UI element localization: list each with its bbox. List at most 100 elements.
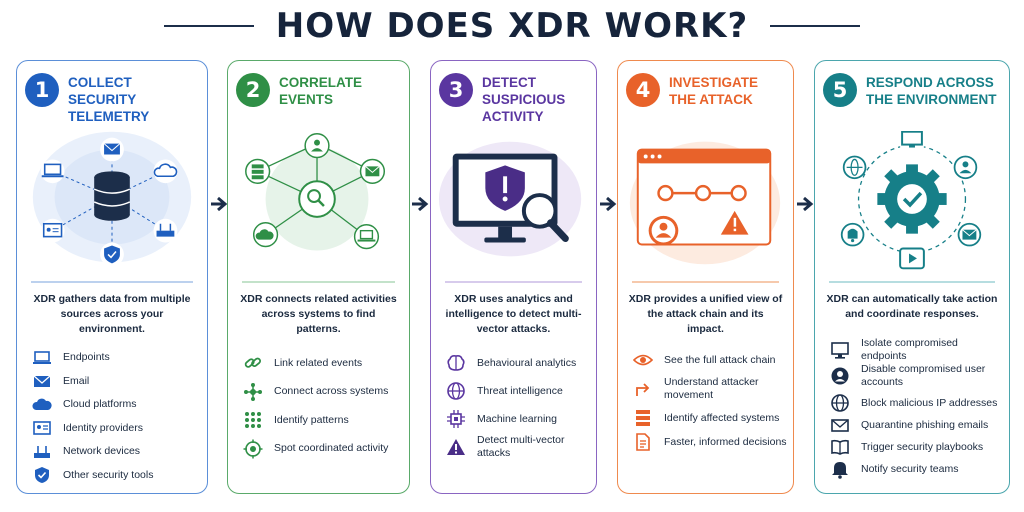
response-cycle-illustration <box>840 131 982 270</box>
book-icon <box>829 437 851 457</box>
step-1-list: Endpoints Email Cloud platforms Identity… <box>31 346 201 487</box>
document-icon <box>632 432 654 452</box>
attack-chain-nodes <box>657 184 747 202</box>
list-item: Isolate compromised endpoints <box>829 337 1003 362</box>
step-2-divider <box>242 281 395 283</box>
laptop-icon <box>31 348 53 368</box>
path-arrow-icon <box>632 379 654 399</box>
brain-icon <box>445 353 467 373</box>
globe-icon <box>842 155 867 180</box>
email-icon <box>100 137 124 162</box>
step-1-number: 1 <box>25 73 59 107</box>
list-item: Faster, informed decisions <box>632 430 787 454</box>
step-4-description: XDR provides a unified view of the attac… <box>628 293 783 335</box>
user-icon <box>304 133 330 159</box>
id-card-icon <box>31 418 53 438</box>
arrow-right-icon <box>600 196 617 212</box>
step-4-illustration <box>618 131 793 271</box>
shield-icon <box>31 465 53 485</box>
shield-icon <box>100 242 124 267</box>
step-3-panel: 3 DETECT SUSPICIOUS ACTIVITY <box>430 60 597 494</box>
step-5-list: Isolate compromised endpoints Disable co… <box>829 337 1003 480</box>
list-item: Understand attacker movement <box>632 372 787 406</box>
step-3-title: DETECT SUSPICIOUS ACTIVITY <box>482 75 566 124</box>
step-4-number: 4 <box>626 73 660 107</box>
server-icon <box>632 408 654 428</box>
step-2-title: CORRELATE EVENTS <box>279 75 362 107</box>
step-1-panel: 1 COLLECT SECURITY TELEMETRY <box>16 60 208 494</box>
list-item: Network devices <box>31 440 201 464</box>
list-item: Email <box>31 370 201 394</box>
list-item: Link related events <box>242 349 403 378</box>
bell-icon <box>840 222 865 247</box>
step-2-panel: 2 CORRELATE EVENTS XDR connects related … <box>227 60 410 494</box>
magnifier-icon <box>298 180 336 218</box>
warning-icon <box>445 437 467 457</box>
step-3-number: 3 <box>439 73 473 107</box>
step-4-divider <box>632 281 779 283</box>
title-line-left <box>163 25 254 27</box>
step-4-header: 4 INVESTIGATE THE ATTACK <box>626 73 789 108</box>
network-router-icon <box>31 442 53 462</box>
list-item: Connect across systems <box>242 378 403 407</box>
step-3-header: 3 DETECT SUSPICIOUS ACTIVITY <box>439 73 592 125</box>
arrow-right-icon <box>211 196 228 212</box>
telemetry-hub-illustration <box>32 131 192 267</box>
correlation-network-illustration <box>245 133 386 251</box>
email-icon <box>829 415 851 435</box>
cloud-icon <box>252 222 279 248</box>
step-5-header: 5 RESPOND ACROSS THE ENVIRONMENT <box>823 73 1005 108</box>
laptop-icon <box>353 223 380 250</box>
warning-icon <box>720 210 749 235</box>
list-item: Quarantine phishing emails <box>829 414 1003 436</box>
magnifier-icon <box>521 193 569 243</box>
attack-chain-illustration <box>629 141 781 265</box>
id-card-icon <box>40 218 65 243</box>
email-icon <box>359 158 386 184</box>
list-item: Detect multi-vector attacks <box>445 433 590 461</box>
step-1-header: 1 COLLECT SECURITY TELEMETRY <box>25 73 203 125</box>
step-1-title: COLLECT SECURITY TELEMETRY <box>68 75 150 124</box>
list-item: Other security tools <box>31 464 201 488</box>
step-5-divider <box>829 281 995 283</box>
step-4-title: INVESTIGATE THE ATTACK <box>669 75 759 107</box>
list-item: Identify affected systems <box>632 406 787 430</box>
step-1-description: XDR gathers data from multiple sources a… <box>33 293 191 335</box>
cloud-icon <box>153 159 178 184</box>
link-icon <box>242 353 264 373</box>
email-icon <box>957 222 982 247</box>
gear-check-icon <box>877 164 947 234</box>
monitor-icon <box>829 340 851 360</box>
user-icon <box>829 366 851 386</box>
list-item: Identify patterns <box>242 406 403 435</box>
monitor-icon <box>900 131 924 148</box>
step-5-title: RESPOND ACROSS THE ENVIRONMENT <box>866 75 997 107</box>
list-item: Behavioural analytics <box>445 349 590 377</box>
list-item: Threat intelligence <box>445 377 590 405</box>
database-icon <box>93 171 131 221</box>
chip-icon <box>445 409 467 429</box>
list-item: Notify security teams <box>829 458 1003 480</box>
step-3-description: XDR uses analytics and intelligence to d… <box>445 293 582 335</box>
list-item: See the full attack chain <box>632 348 787 372</box>
bell-icon <box>829 459 851 479</box>
step-5-panel: 5 RESPOND ACROSS THE ENVIRONMENT <box>814 60 1010 494</box>
eye-icon <box>632 350 654 370</box>
step-2-number: 2 <box>236 73 270 107</box>
step-3-divider <box>445 281 582 283</box>
target-icon <box>242 439 264 459</box>
page-title: HOW DOES XDR WORK? <box>275 6 749 46</box>
globe-icon <box>445 381 467 401</box>
threat-monitor-illustration <box>438 141 582 257</box>
arrow-right-icon <box>797 196 814 212</box>
list-item: Identity providers <box>31 417 201 441</box>
laptop-icon <box>40 159 65 184</box>
list-item: Machine learning <box>445 405 590 433</box>
step-5-number: 5 <box>823 73 857 107</box>
cloud-icon <box>31 395 53 415</box>
list-item: Block malicious IP addresses <box>829 392 1003 414</box>
list-item: Disable compromised user accounts <box>829 360 1003 392</box>
step-4-list: See the full attack chain Understand att… <box>632 348 787 454</box>
step-3-illustration <box>431 131 596 271</box>
email-icon <box>31 371 53 391</box>
